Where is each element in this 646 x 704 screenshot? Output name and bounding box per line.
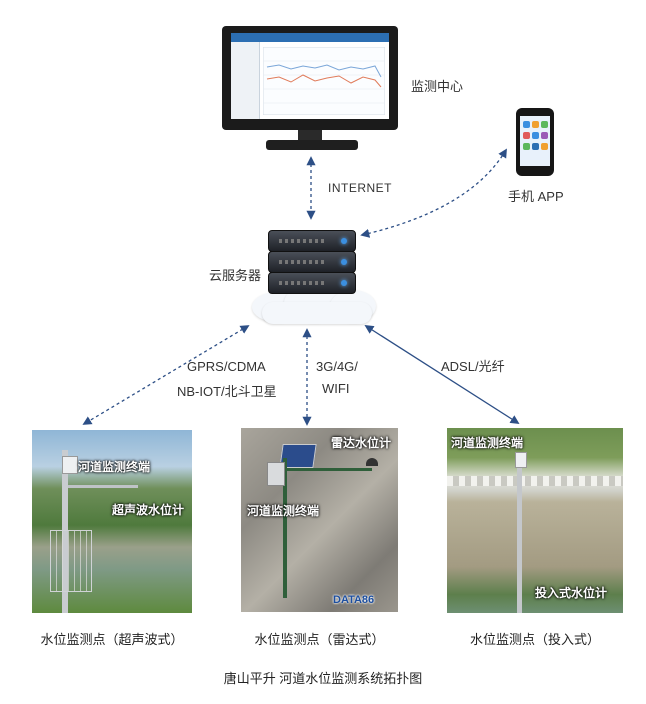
station-caption: 水位监测点（超声波式） bbox=[40, 632, 184, 647]
monitor-stand bbox=[298, 130, 322, 140]
station-photo-ultrasonic: 河道监测终端 超声波水位计 bbox=[32, 430, 192, 613]
sensor-label: 投入式水位计 bbox=[535, 586, 608, 600]
cloud-server-label: 云服务器 bbox=[209, 268, 262, 283]
monitor-base bbox=[266, 140, 358, 150]
link-label-3g4g: 3G/4G/ bbox=[316, 359, 358, 374]
link-label-gprs: GPRS/CDMA bbox=[187, 359, 266, 374]
diagram-title: 唐山平升 河道水位监测系统拓扑图 bbox=[223, 671, 423, 686]
link-label-nbiot: NB-IOT/北斗卫星 bbox=[177, 384, 277, 399]
sensor-label: 超声波水位计 bbox=[112, 503, 185, 517]
monitor-screen bbox=[231, 33, 389, 119]
monitor-icon bbox=[222, 26, 398, 130]
sensor-label: 雷达水位计 bbox=[331, 436, 392, 450]
station-caption: 水位监测点（投入式） bbox=[469, 632, 600, 647]
arrow-mobile-app bbox=[360, 148, 507, 238]
arrow-right-station bbox=[364, 325, 520, 424]
station-photo-radar: 雷达水位计 河道监测终端 DATA86 bbox=[241, 428, 398, 612]
mobile-app-label: 手机 APP bbox=[508, 189, 564, 204]
monitoring-center-label: 监测中心 bbox=[411, 79, 464, 94]
terminal-label: 河道监测终端 bbox=[78, 460, 151, 474]
cloud-server-icon bbox=[0, 0, 646, 324]
station-photo-submersible: 河道监测终端 投入式水位计 bbox=[447, 428, 623, 613]
arrow-left-station bbox=[82, 325, 250, 425]
link-label-adsl: ADSL/光纤 bbox=[441, 359, 505, 374]
phone-icon bbox=[516, 108, 554, 176]
station-caption: 水位监测点（雷达式） bbox=[254, 632, 385, 647]
terminal-label: 河道监测终端 bbox=[451, 436, 524, 450]
internet-label: INTERNET bbox=[328, 181, 392, 195]
brand-logo: DATA86 bbox=[333, 594, 375, 606]
link-label-wifi: WIFI bbox=[322, 381, 350, 396]
terminal-label: 河道监测终端 bbox=[247, 504, 320, 518]
